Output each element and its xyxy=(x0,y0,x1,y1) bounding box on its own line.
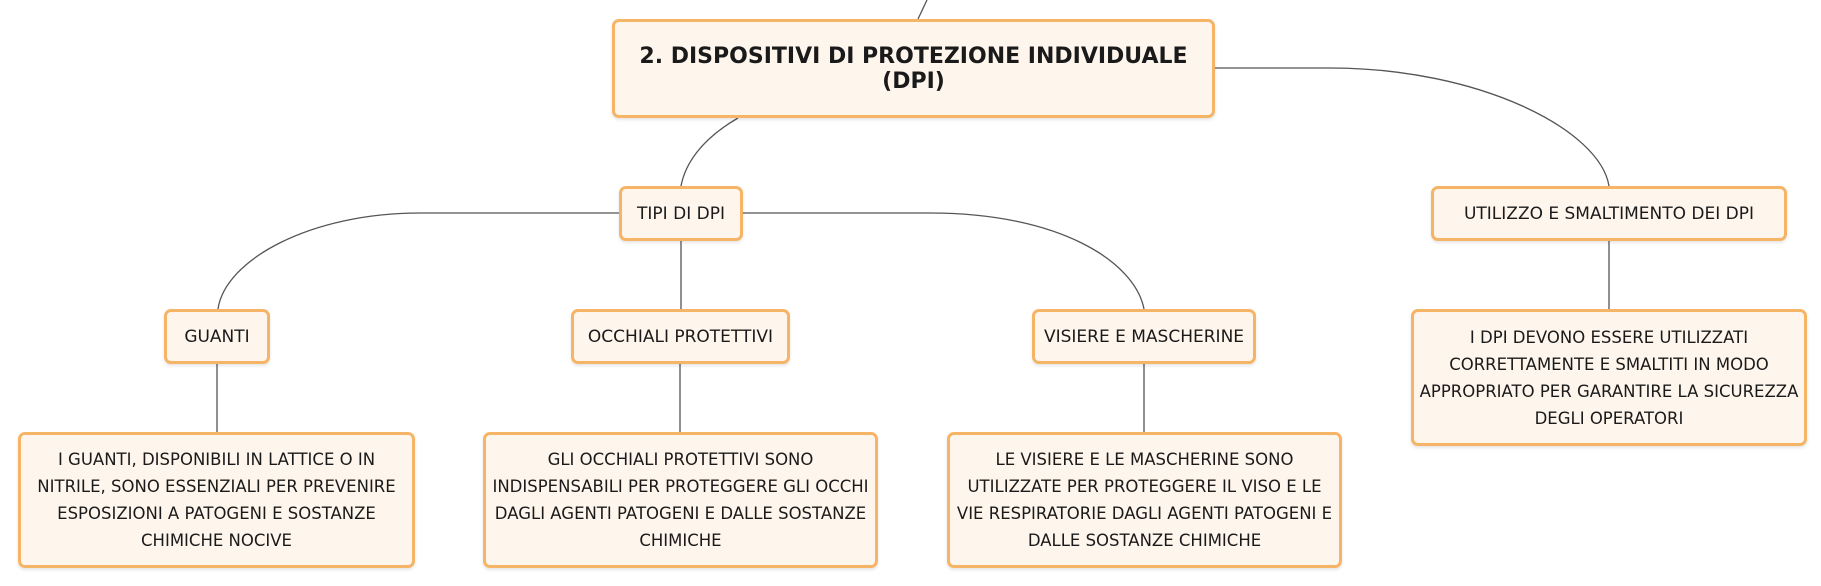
subtopic-visiere-e-mascherine[interactable]: VISIERE E MASCHERINE xyxy=(1032,309,1256,364)
connector-root-to-utilizzo xyxy=(1215,67,1610,187)
connector-parent-to-root xyxy=(917,0,928,20)
subtopic-guanti[interactable]: GUANTI xyxy=(164,309,270,364)
root-node-label: 2. DISPOSITIVI DI PROTEZIONE INDIVIDUALE… xyxy=(639,43,1188,94)
description-guanti[interactable]: I GUANTI, DISPONIBILI IN LATTICE O IN NI… xyxy=(18,432,415,568)
root-node[interactable]: 2. DISPOSITIVI DI PROTEZIONE INDIVIDUALE… xyxy=(612,19,1215,118)
description-text: LE VISIERE E LE MASCHERINE SONO UTILIZZA… xyxy=(956,450,1333,550)
description-text: I GUANTI, DISPONIBILI IN LATTICE O IN NI… xyxy=(37,450,396,550)
topic-utilizzo-e-smaltimento[interactable]: UTILIZZO E SMALTIMENTO DEI DPI xyxy=(1431,186,1787,241)
topic-label: TIPI DI DPI xyxy=(637,203,725,224)
subtopic-label: OCCHIALI PROTETTIVI xyxy=(587,326,774,347)
connector-root-to-tipi xyxy=(680,117,739,187)
description-occhiali[interactable]: GLI OCCHIALI PROTETTIVI SONO INDISPENSAB… xyxy=(483,432,878,568)
connector-tipi-to-visiere xyxy=(743,212,1145,310)
description-visiere[interactable]: LE VISIERE E LE MASCHERINE SONO UTILIZZA… xyxy=(947,432,1342,568)
subtopic-label: GUANTI xyxy=(184,326,250,347)
connector-tipi-to-guanti xyxy=(217,212,619,310)
topic-label: UTILIZZO E SMALTIMENTO DEI DPI xyxy=(1463,203,1755,224)
subtopic-label: VISIERE E MASCHERINE xyxy=(1043,326,1245,347)
topic-tipi-di-dpi[interactable]: TIPI DI DPI xyxy=(619,186,743,241)
description-utilizzo[interactable]: I DPI DEVONO ESSERE UTILIZZATI CORRETTAM… xyxy=(1411,309,1807,446)
description-text: GLI OCCHIALI PROTETTIVI SONO INDISPENSAB… xyxy=(492,450,869,550)
subtopic-occhiali-protettivi[interactable]: OCCHIALI PROTETTIVI xyxy=(571,309,790,364)
description-text: I DPI DEVONO ESSERE UTILIZZATI CORRETTAM… xyxy=(1419,327,1799,428)
